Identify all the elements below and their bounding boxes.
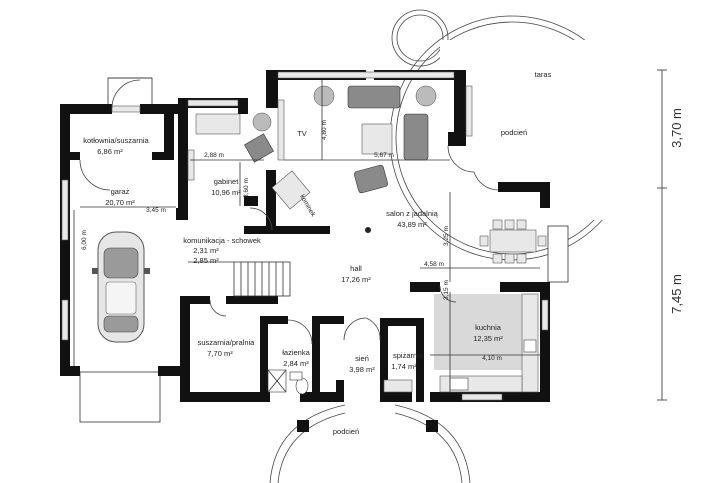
room-area-hall: 17,26 m² <box>341 275 371 284</box>
kitchen-floor <box>434 294 526 370</box>
overall-dimension-total: 7,45 m <box>669 274 684 314</box>
room-area-salon: 43,89 m² <box>397 220 427 229</box>
room-area-lazienka: 2,84 m² <box>283 359 309 368</box>
room-area-kotlownia: 6,86 m² <box>97 147 123 156</box>
room-area-garaz: 20,70 m² <box>105 198 135 207</box>
plant-icon <box>313 85 335 107</box>
entrance-porch <box>269 404 471 483</box>
room-name-gabinet: gabinet <box>214 177 240 186</box>
armchair-icon <box>354 164 388 194</box>
room-name-lazienka: łazienka <box>282 348 310 357</box>
fireplace-icon <box>271 170 311 210</box>
dimension-labels: 2,88 m 5,67 m 4,80 m 3,60 m 3,45 m 6,00 … <box>81 108 684 362</box>
room-name-sien: sień <box>355 354 369 363</box>
door-swings <box>79 79 499 345</box>
dimension-label: 4,58 m <box>424 261 444 268</box>
dimension-label: 3,25 m <box>443 226 450 246</box>
driveway <box>79 371 161 423</box>
room-area-komunikacja-1: 2,31 m² <box>193 246 219 255</box>
room-name-suszarnia: suszarnia/pralnia <box>198 338 256 347</box>
room-name-kotlownia: kotłownia/suszarnia <box>83 136 149 145</box>
porch-column <box>426 420 438 432</box>
label-tv: TV <box>297 129 307 138</box>
room-name-hall: hall <box>350 264 362 273</box>
dimension-label: 5,67 m <box>374 152 394 159</box>
porch-column <box>297 420 309 432</box>
armchair-icon <box>244 133 274 163</box>
room-area-suszarnia: 7,70 m² <box>207 349 233 358</box>
room-area-gabinet: 10,96 m² <box>211 188 241 197</box>
sofa-icon <box>403 113 429 161</box>
dining-table-icon <box>489 229 537 253</box>
dimension-lines <box>73 69 667 401</box>
dimension-label: 4,80 m <box>321 120 328 140</box>
room-name-spizarnia: spiżarnia <box>393 351 424 360</box>
furniture <box>187 85 547 395</box>
desk-icon <box>195 113 241 135</box>
coffee-table-icon <box>361 123 393 155</box>
dimension-label: 3,45 m <box>146 207 166 214</box>
room-name-kuchnia: kuchnia <box>475 323 502 332</box>
windows <box>61 71 549 401</box>
label-taras: taras <box>535 70 552 79</box>
staircase <box>188 261 291 297</box>
sink-icon <box>449 377 469 391</box>
room-area-kuchnia: 12,35 m² <box>473 334 503 343</box>
sofa-icon <box>347 85 401 109</box>
room-area-komunikacja-2: 2,85 m² <box>193 256 219 265</box>
label-kominek: kominek <box>298 194 317 219</box>
car-icon <box>92 231 150 343</box>
label-podcien-top: podcień <box>501 128 527 137</box>
dimension-label: 2,88 m <box>204 152 224 159</box>
dimension-label: 3,15 m <box>443 280 450 300</box>
plant-icon <box>252 112 272 132</box>
toilet-icon <box>295 377 309 395</box>
dimension-label: 4,10 m <box>482 355 502 362</box>
room-name-salon: salon z jadalnią <box>386 209 439 218</box>
entry-stair <box>107 77 153 109</box>
tv-cabinet <box>277 99 285 161</box>
plant-icon <box>415 85 437 107</box>
overall-dimension-upper: 3,70 m <box>669 108 684 148</box>
stove-icon <box>523 339 537 353</box>
room-area-sien: 3,98 m² <box>349 365 375 374</box>
label-podcien-bottom: podcień <box>333 427 359 436</box>
room-labels: kotłownia/suszarnia 6,86 m² garaż 20,70 … <box>83 70 551 436</box>
dimension-label: 3,60 m <box>243 178 250 198</box>
room-name-komunikacja: komunikacja - schowek <box>183 236 261 245</box>
washbasin-icon <box>289 371 303 381</box>
room-area-spizarnia: 1,74 m² <box>391 362 417 371</box>
dimension-label: 6,00 m <box>81 230 88 250</box>
room-name-garaz: garaż <box>111 187 130 196</box>
